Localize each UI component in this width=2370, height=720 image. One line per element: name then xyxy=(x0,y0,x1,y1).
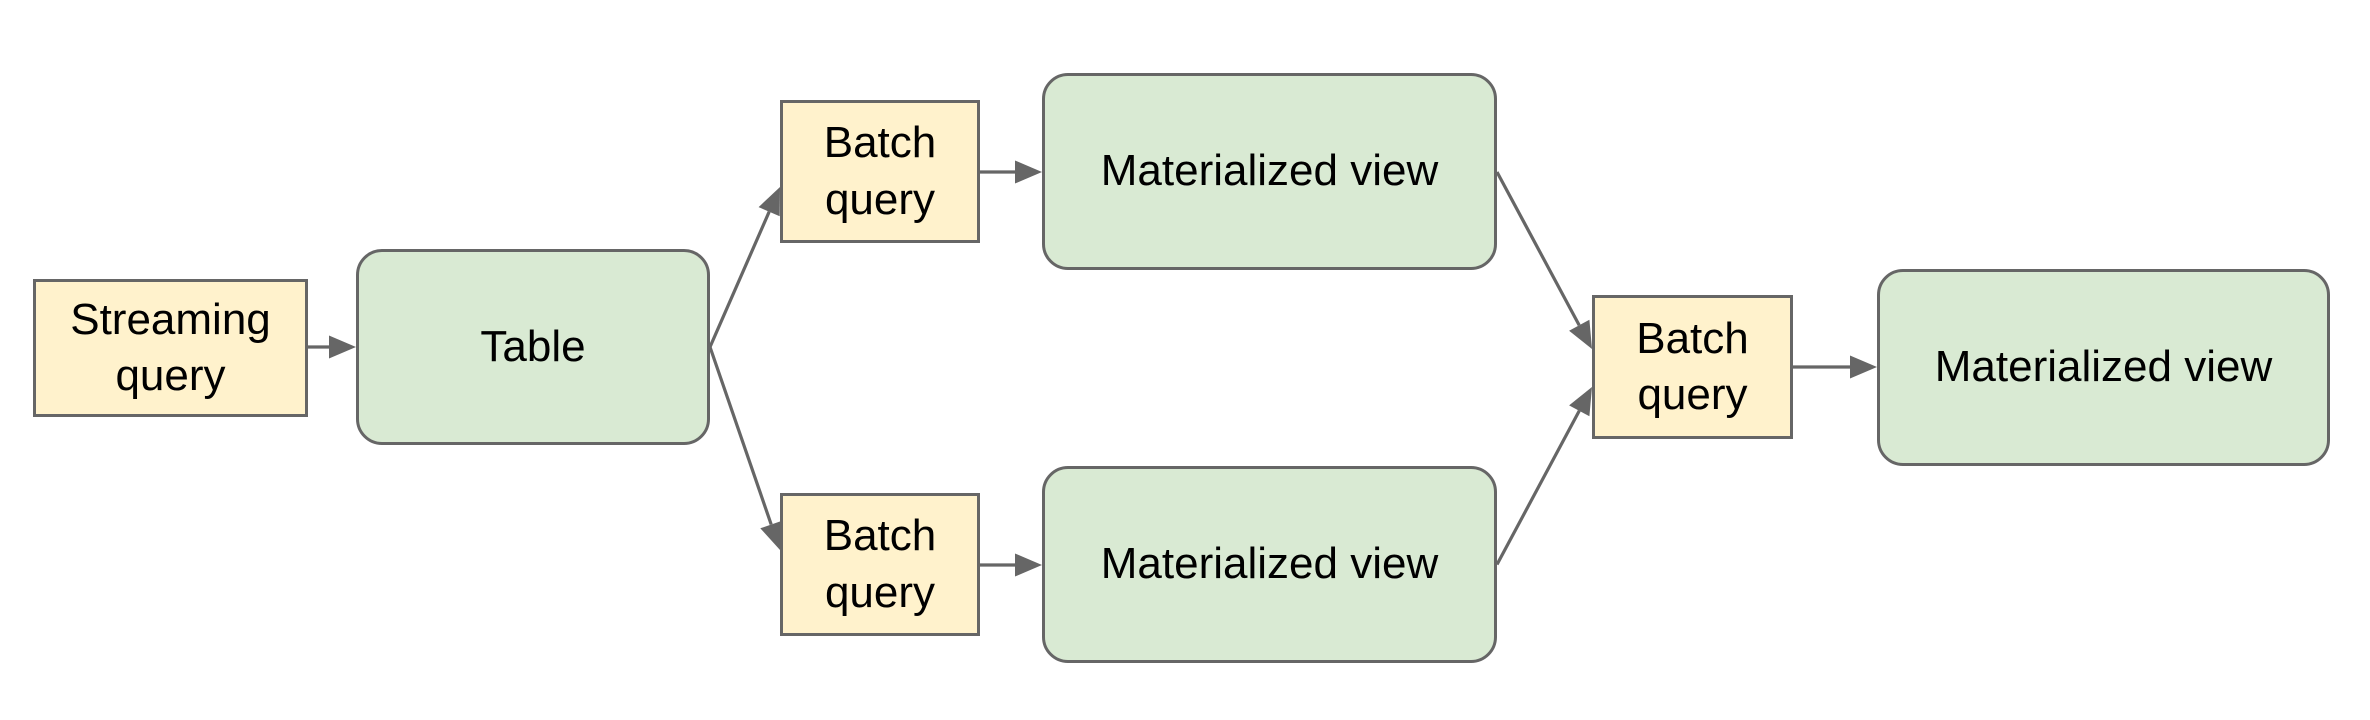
arrow-batch-query-right-to-materialized-view-right xyxy=(1793,355,1877,379)
arrow-table-to-batch-query-top xyxy=(708,187,780,348)
arrow-table-to-batch-query-bottom xyxy=(708,346,783,550)
node-materialized-view-top: Materialized view xyxy=(1042,73,1497,270)
node-batch-query-top-label: Batch query xyxy=(823,118,937,224)
node-batch-query-right: Batch query xyxy=(1592,295,1793,439)
arrow-streaming-query-to-table xyxy=(308,335,356,359)
node-materialized-view-right-label: Materialized view xyxy=(1934,342,2273,392)
node-streaming-query: Streaming query xyxy=(33,279,308,417)
node-batch-query-right-label: Batch query xyxy=(1636,313,1749,419)
node-table: Table xyxy=(356,249,710,445)
node-materialized-view-bottom: Materialized view xyxy=(1042,466,1497,663)
node-materialized-view-bottom-label: Materialized view xyxy=(1100,539,1439,589)
node-batch-query-bottom: Batch query xyxy=(780,493,980,636)
node-table-label: Table xyxy=(480,321,586,371)
arrow-batch-query-bottom-to-materialized-view-bottom xyxy=(980,553,1042,577)
node-batch-query-bottom-label: Batch query xyxy=(823,511,937,617)
arrow-materialized-view-bottom-to-batch-query-right xyxy=(1495,387,1592,566)
node-materialized-view-right: Materialized view xyxy=(1877,269,2330,466)
arrow-batch-query-top-to-materialized-view-top xyxy=(980,160,1042,184)
node-streaming-query-label: Streaming query xyxy=(70,294,271,400)
node-materialized-view-top-label: Materialized view xyxy=(1100,146,1439,196)
arrow-materialized-view-top-to-batch-query-right xyxy=(1495,171,1592,349)
node-batch-query-top: Batch query xyxy=(780,100,980,243)
